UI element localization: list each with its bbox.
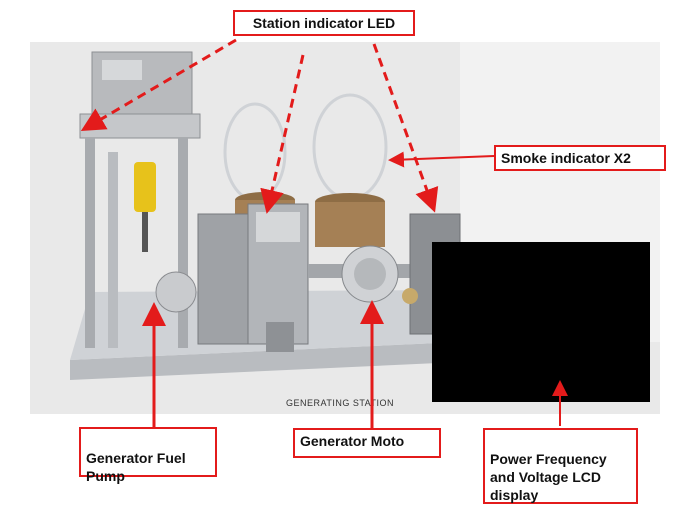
label-generator-motor: Generator Moto (293, 428, 441, 458)
arrow-smoke-indicator (388, 151, 495, 168)
label-generator-fuel-pump: Generator Fuel Pump (79, 427, 217, 484)
arrow-station-led-left (80, 38, 237, 132)
label-station-indicator-led: Station indicator LED (233, 10, 415, 36)
label-lcd-display-text: Power Frequency and Voltage LCD display (490, 451, 607, 503)
arrow-station-led-center (260, 54, 305, 214)
label-smoke-indicator-text: Smoke indicator X2 (501, 150, 631, 166)
label-station-indicator-led-text: Station indicator LED (252, 15, 396, 31)
label-smoke-indicator: Smoke indicator X2 (494, 145, 666, 171)
label-lcd-display: Power Frequency and Voltage LCD display (483, 428, 638, 504)
model-caption: GENERATING STATION (286, 398, 395, 408)
label-generator-motor-text: Generator Moto (300, 433, 405, 449)
lcd-display-block (432, 242, 650, 402)
label-generator-fuel-pump-text: Generator Fuel Pump (86, 450, 186, 484)
model-illustration (30, 42, 660, 414)
arrow-station-led-right (372, 43, 439, 213)
generating-station-photo: GENERATING STATION (30, 42, 660, 414)
